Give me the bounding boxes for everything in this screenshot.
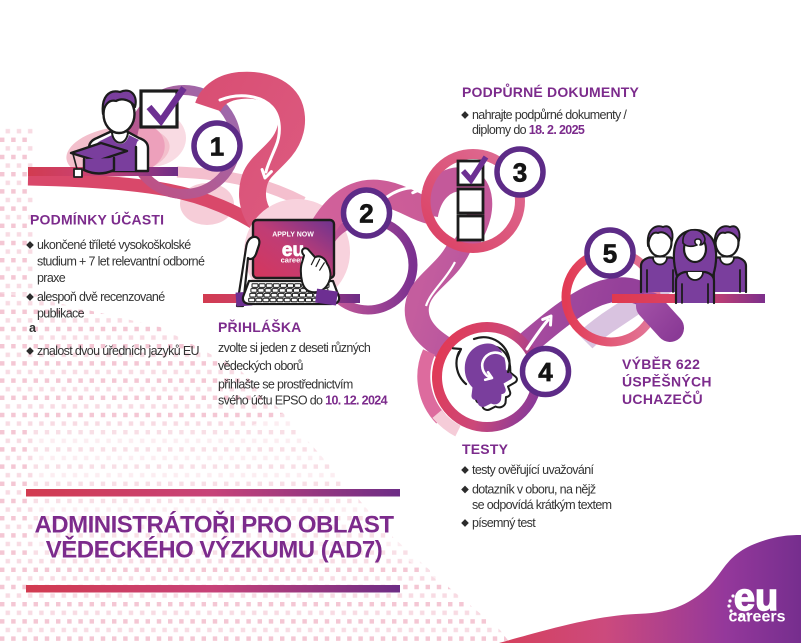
svg-text:přihlašte se prostřednictvím: přihlašte se prostřednictvím — [218, 378, 353, 392]
svg-text:UCHAZEČŮ: UCHAZEČŮ — [622, 389, 703, 407]
svg-text:testy ověřující uvažování: testy ověřující uvažování — [472, 463, 594, 477]
svg-text:ukončené tříleté vysokoškolské: ukončené tříleté vysokoškolské — [37, 238, 191, 252]
svg-text:vědeckých oborů: vědeckých oborů — [218, 359, 303, 373]
svg-text:1: 1 — [210, 132, 224, 162]
svg-text:3: 3 — [513, 158, 527, 188]
svg-text:eu: eu — [282, 240, 304, 261]
svg-text:alespoň dvě recenzované: alespoň dvě recenzované — [37, 290, 165, 304]
svg-text:zvolte si jeden z deseti různý: zvolte si jeden z deseti různých — [218, 341, 371, 355]
svg-text:TESTY: TESTY — [462, 441, 509, 457]
svg-text:2: 2 — [359, 199, 373, 229]
svg-text:ADMINISTRÁTOŘI PRO OBLAST: ADMINISTRÁTOŘI PRO OBLAST — [34, 511, 394, 539]
svg-text:PODPŮRNÉ DOKUMENTY: PODPŮRNÉ DOKUMENTY — [462, 82, 640, 100]
svg-text:VÝBĚR 622: VÝBĚR 622 — [622, 355, 700, 372]
svg-text:diplomy do 18. 2. 2025: diplomy do 18. 2. 2025 — [472, 123, 585, 137]
svg-text:studium + 7 let relevantní odb: studium + 7 let relevantní odborné — [37, 255, 205, 269]
svg-text:nahrajte podpůrné dokumenty /: nahrajte podpůrné dokumenty / — [472, 108, 627, 122]
svg-text:písemný test: písemný test — [472, 516, 536, 530]
svg-text:careers: careers — [729, 609, 786, 626]
svg-text:PODMÍNKY ÚČASTI: PODMÍNKY ÚČASTI — [30, 211, 164, 228]
svg-text:praxe: praxe — [37, 271, 66, 285]
svg-text:eu: eu — [734, 577, 778, 619]
svg-text:APPLY NOW: APPLY NOW — [272, 232, 314, 239]
svg-text:publikace: publikace — [37, 307, 85, 321]
svg-text:znalost dvou úředních jazyků E: znalost dvou úředních jazyků EU — [37, 344, 200, 358]
svg-text:careers: careers — [281, 256, 308, 265]
svg-text:5: 5 — [603, 239, 617, 269]
svg-text:se odpovídá krátkým textem: se odpovídá krátkým textem — [472, 498, 612, 512]
svg-text:ÚSPĚŠNÝCH: ÚSPĚŠNÝCH — [622, 373, 712, 390]
svg-text:a: a — [29, 321, 37, 335]
svg-text:PŘIHLÁŠKA: PŘIHLÁŠKA — [218, 318, 301, 335]
svg-text:dotazník v oboru, na nějž: dotazník v oboru, na nějž — [472, 483, 596, 497]
svg-text:VĚDECKÉHO VÝZKUMU (AD7): VĚDECKÉHO VÝZKUMU (AD7) — [46, 536, 383, 564]
svg-text:svého účtu EPSO do 10. 12. 202: svého účtu EPSO do 10. 12. 2024 — [218, 394, 388, 408]
svg-text:4: 4 — [538, 357, 553, 387]
